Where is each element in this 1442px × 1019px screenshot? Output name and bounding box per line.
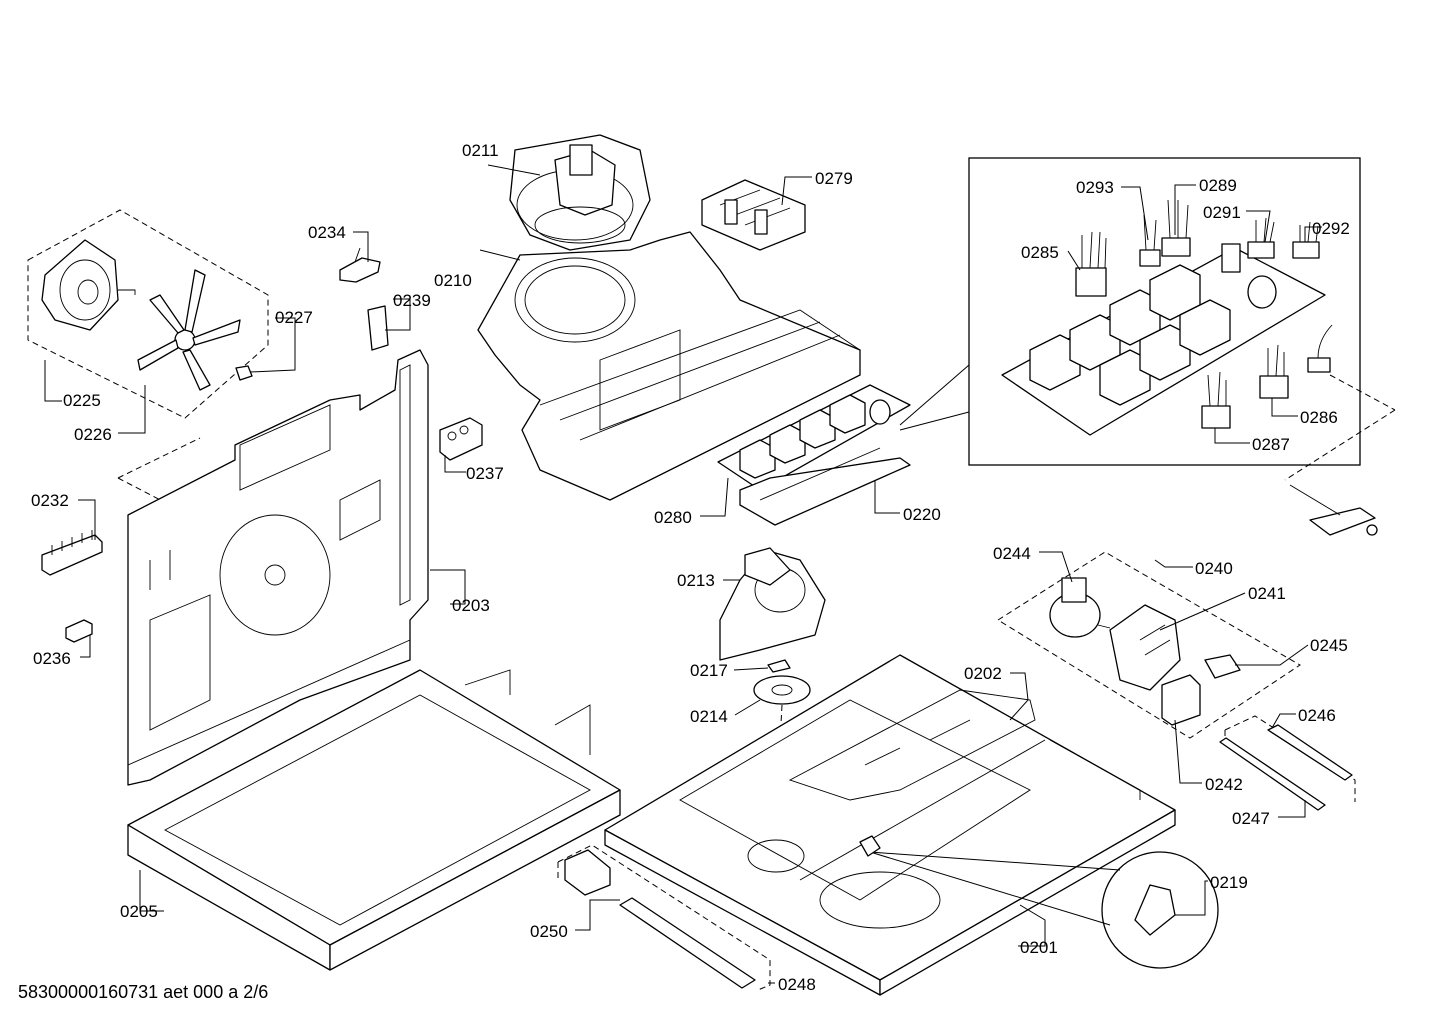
part-control-board-detail[interactable] [1001, 243, 1326, 436]
label-0279: 0279 [815, 169, 853, 188]
part-terminal-0237[interactable] [439, 417, 483, 461]
part-connector-0289[interactable] [1161, 199, 1191, 257]
label-0287: 0287 [1252, 435, 1290, 454]
part-sensor-probe[interactable] [1289, 484, 1378, 536]
label-0234: 0234 [308, 223, 346, 242]
dashed-group-0225 [27, 209, 269, 419]
part-board-frame-0220[interactable] [739, 447, 911, 526]
part-air-duct-0210[interactable] [477, 231, 861, 501]
label-0210: 0210 [434, 271, 472, 290]
part-rod-0247[interactable] [1219, 737, 1326, 811]
label-0213: 0213 [677, 571, 715, 590]
part-terminal-block-0279[interactable] [701, 179, 806, 251]
label-0236: 0236 [33, 649, 71, 668]
label-0205: 0205 [120, 902, 158, 921]
label-0237: 0237 [466, 464, 504, 483]
part-connector-strip-0232[interactable] [41, 530, 103, 576]
part-relay-0242[interactable] [1161, 674, 1201, 726]
detail-inset-box [968, 157, 1361, 466]
part-bracket-0250[interactable] [564, 849, 611, 896]
part-rod-0246[interactable] [1267, 724, 1353, 781]
label-0202: 0202 [964, 664, 1002, 683]
label-0242: 0242 [1205, 775, 1243, 794]
label-0280: 0280 [654, 508, 692, 527]
label-0241: 0241 [1248, 584, 1286, 603]
part-fan-wheel-0214[interactable] [753, 675, 811, 705]
label-0247: 0247 [1232, 809, 1270, 828]
label-0226: 0226 [74, 425, 112, 444]
label-0220: 0220 [903, 505, 941, 524]
label-0245: 0245 [1310, 636, 1348, 655]
label-0240: 0240 [1195, 559, 1233, 578]
part-clip-0217[interactable] [767, 659, 791, 673]
detail-circle-0219 [1101, 851, 1219, 969]
part-base-panel-0201[interactable] [604, 654, 1176, 996]
part-motor-0225[interactable] [41, 239, 136, 331]
label-0293: 0293 [1076, 178, 1114, 197]
part-lamp-0245[interactable] [1204, 654, 1241, 679]
part-sensor-0219[interactable] [859, 835, 1176, 936]
label-0227: 0227 [275, 308, 313, 327]
part-switch-0241[interactable] [1109, 604, 1181, 691]
label-0291: 0291 [1203, 203, 1241, 222]
label-0201: 0201 [1020, 938, 1058, 957]
part-control-board-0280[interactable] [717, 384, 911, 491]
part-motor-0244[interactable] [1049, 577, 1111, 638]
part-door-frame-0205[interactable] [127, 669, 621, 971]
part-bracket-0234[interactable] [339, 247, 381, 283]
label-0239: 0239 [393, 291, 431, 310]
part-fan-blade-0226[interactable] [137, 269, 241, 391]
part-heater-plate-0202[interactable] [788, 689, 1036, 801]
label-0211: 0211 [462, 141, 499, 160]
label-0225: 0225 [63, 391, 101, 410]
label-0289: 0289 [1199, 176, 1237, 195]
label-0219: 0219 [1210, 873, 1248, 892]
label-0246: 0246 [1298, 706, 1336, 725]
part-connector-0291[interactable] [1247, 217, 1275, 259]
label-0285: 0285 [1021, 243, 1059, 262]
part-rail-0248[interactable] [619, 897, 756, 989]
part-fan-motor-0211[interactable] [509, 134, 651, 251]
label-0214: 0214 [690, 707, 728, 726]
label-0248: 0248 [778, 975, 816, 994]
part-connector-0285[interactable] [1075, 231, 1107, 297]
part-blower-0213[interactable] [719, 547, 826, 661]
part-nut-0227[interactable] [235, 365, 253, 381]
label-0217: 0217 [690, 661, 728, 680]
document-id: 58300000160731 aet 000 a 2/6 [18, 982, 269, 1002]
label-0250: 0250 [530, 922, 568, 941]
part-connector-0293[interactable] [1139, 214, 1161, 267]
part-cable-end [1307, 324, 1333, 373]
part-connector-0292[interactable] [1292, 221, 1320, 259]
label-0292: 0292 [1312, 219, 1350, 238]
part-connector-0286[interactable] [1259, 344, 1289, 399]
label-0203: 0203 [452, 596, 490, 615]
label-0232: 0232 [31, 491, 69, 510]
label-0286: 0286 [1300, 408, 1338, 427]
part-clip-0236[interactable] [65, 619, 93, 643]
label-0244: 0244 [993, 544, 1031, 563]
part-cavity-panel-0203[interactable] [127, 349, 429, 786]
part-switch-0239[interactable] [367, 305, 389, 351]
part-connector-0287[interactable] [1201, 371, 1231, 429]
leader-lines [44, 164, 1322, 984]
